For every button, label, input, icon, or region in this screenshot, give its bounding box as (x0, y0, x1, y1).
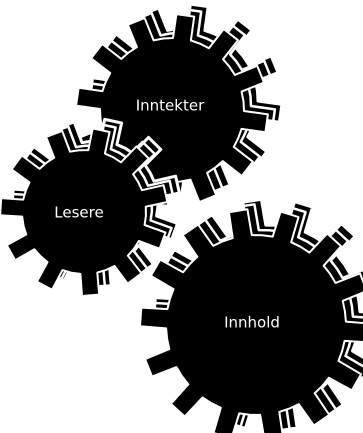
gear-innhold-label: Innhold (224, 314, 280, 332)
gear-innhold: Innhold (139, 197, 363, 433)
gear-lesere-shape (0, 117, 181, 297)
gear-lesere-label: Lesere (54, 204, 103, 222)
gear-lesere: Lesere (0, 117, 181, 297)
gear-innhold-shape (139, 197, 363, 433)
gear-front-face (0, 127, 169, 297)
gear-inntekter-label: Inntekter (136, 97, 205, 115)
gear-front-face (139, 208, 363, 433)
